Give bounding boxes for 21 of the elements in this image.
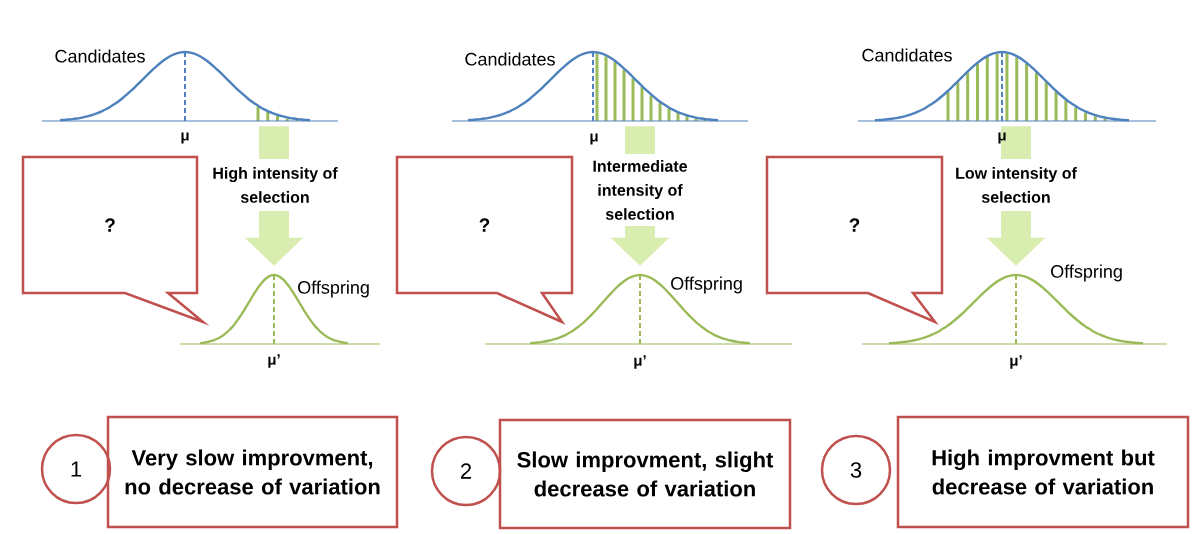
curve-label: Candidates bbox=[862, 48, 952, 62]
mean-label: μ bbox=[998, 132, 1006, 144]
curve-label: Offspring bbox=[298, 280, 369, 298]
speech-bubble: ? bbox=[765, 155, 944, 326]
text-box: Very slow improvment, no decrease of variation bbox=[106, 415, 399, 529]
speech-bubble: ? bbox=[395, 155, 574, 325]
mean-label: μ’ bbox=[634, 355, 646, 369]
edge-label: High intensity of selection bbox=[213, 167, 338, 203]
mean-label: μ’ bbox=[1010, 355, 1022, 369]
edge-label: Intermediate intensity of selection bbox=[593, 160, 687, 220]
edge-label: Low intensity of selection bbox=[956, 167, 1077, 203]
curve-label: Offspring bbox=[671, 276, 742, 294]
curve-label: Candidates bbox=[55, 49, 145, 63]
curve-label: Offspring bbox=[1051, 264, 1122, 282]
mean-label: μ’ bbox=[268, 354, 280, 368]
text-box: Slow improvment, slight decrease of variation bbox=[498, 418, 792, 530]
curve-label: Candidates bbox=[465, 52, 555, 66]
text-box: High improvment but decrease of variation bbox=[896, 415, 1190, 529]
mean-label: μ bbox=[181, 132, 189, 144]
speech-bubble: ? bbox=[21, 155, 210, 326]
mean-label: μ bbox=[590, 133, 598, 145]
